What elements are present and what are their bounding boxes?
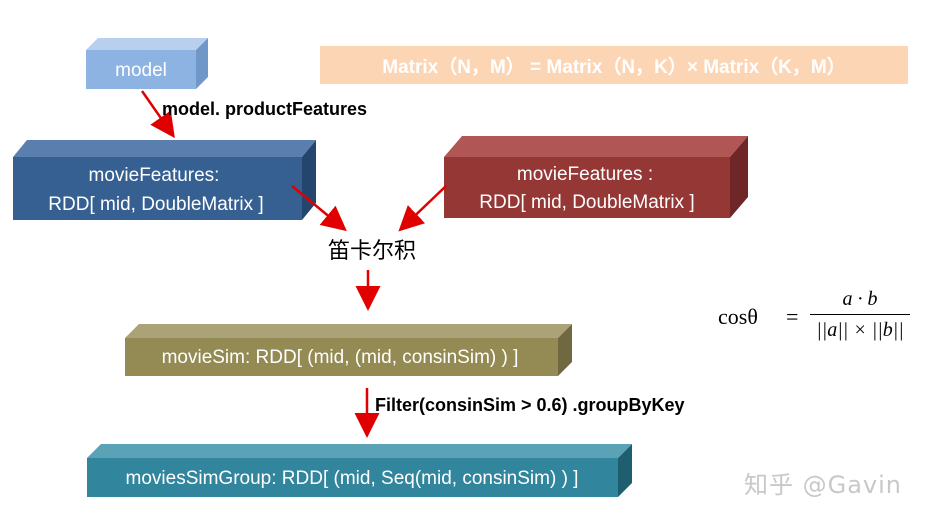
movie-sim-side	[558, 324, 572, 376]
model-box-top	[86, 38, 208, 50]
movies-sim-group-top	[87, 444, 632, 458]
cartesian-product-label: 笛卡尔积	[328, 239, 416, 264]
cosine-numerator: a · b	[842, 288, 878, 310]
right-features-side	[730, 136, 748, 218]
arrow-right-features-to-cartesian	[398, 185, 447, 232]
model-box-side	[196, 38, 208, 89]
left-features-side	[302, 140, 316, 220]
movie-sim-front	[125, 338, 558, 376]
movies-sim-group-front	[87, 458, 618, 497]
movies-sim-group-label: moviesSimGroup: RDD[ (mid, Seq(mid, cons…	[126, 468, 579, 489]
right-features-front	[444, 157, 730, 218]
right-features-line2: RDD[ mid, DoubleMatrix ]	[479, 192, 694, 213]
right-features-line1: movieFeatures :	[517, 164, 653, 185]
cosine-fraction: a · b ||a|| × ||b||	[810, 286, 910, 343]
filter-group-by-key-label: Filter(consinSim > 0.6) .groupByKey	[375, 395, 685, 415]
arrow-left-features-to-cartesian	[291, 185, 347, 232]
cosine-lhs: cosθ	[718, 304, 758, 329]
model-box-front	[86, 50, 196, 89]
right-features-top	[444, 136, 748, 157]
cosine-equals: =	[786, 304, 799, 329]
left-features-front	[13, 157, 302, 220]
left-features-line1: movieFeatures:	[89, 165, 220, 186]
model-product-features-label: model. productFeatures	[162, 99, 367, 119]
zhihu-watermark: 知乎 @Gavin	[744, 471, 903, 499]
movies-sim-group-side	[618, 444, 632, 497]
model-label: model	[115, 60, 167, 81]
arrow-model-to-features	[140, 90, 175, 139]
left-features-line2: RDD[ mid, DoubleMatrix ]	[48, 194, 263, 215]
model-box: model	[86, 38, 208, 89]
cosine-similarity-formula: cosθ = a · b ||a|| × ||b||	[718, 286, 918, 348]
movie-sim-top	[125, 324, 572, 338]
movie-sim-label: movieSim: RDD[ (mid, (mid, consinSim) ) …	[162, 347, 519, 368]
left-movie-features-box: movieFeatures: RDD[ mid, DoubleMatrix ]	[13, 140, 316, 220]
left-features-top	[13, 140, 316, 157]
movies-sim-group-box: moviesSimGroup: RDD[ (mid, Seq(mid, cons…	[87, 444, 632, 497]
cosine-fraction-bar	[810, 314, 910, 315]
movie-sim-box: movieSim: RDD[ (mid, (mid, consinSim) ) …	[125, 324, 572, 376]
right-movie-features-box: movieFeatures : RDD[ mid, DoubleMatrix ]	[444, 136, 748, 218]
matrix-formula-banner: Matrix（N，M） = Matrix（N，K）× Matrix（K，M）	[320, 46, 908, 84]
cosine-denominator: ||a|| × ||b||	[816, 319, 904, 341]
